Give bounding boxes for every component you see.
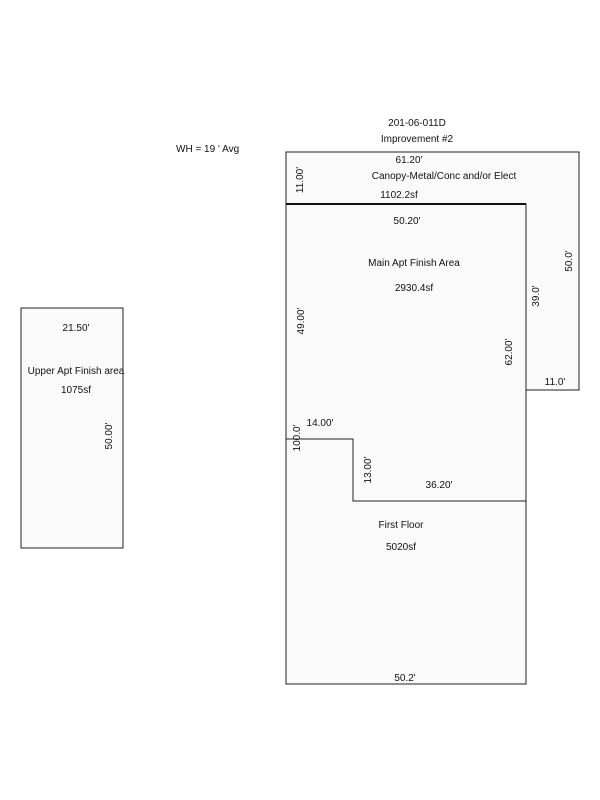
canopy-dim-top: 61.20' bbox=[396, 155, 423, 166]
wall-height-label: WH = 19 ' Avg bbox=[176, 144, 239, 155]
main-apt-area: 2930.4sf bbox=[395, 283, 434, 294]
main-apt-dim-top: 50.20' bbox=[394, 216, 421, 227]
first-floor-name: First Floor bbox=[379, 520, 425, 531]
main-apt-dim-left: 49.00' bbox=[296, 307, 307, 334]
canopy-area: 1102.2sf bbox=[380, 190, 418, 201]
main-apt-dim-notch-top: 14.00' bbox=[307, 418, 334, 429]
canopy-dim-left: 11.00' bbox=[295, 167, 306, 193]
first-floor-area: 5020sf bbox=[386, 542, 416, 553]
upper-apt-dim-top: 21.50' bbox=[63, 323, 90, 334]
main-apt-name: Main Apt Finish Area bbox=[368, 258, 460, 269]
upper-apt-dim-right: 50.00' bbox=[104, 422, 115, 449]
parcel-id: 201-06-011D bbox=[388, 118, 446, 129]
upper-apt-outline bbox=[20, 307, 124, 549]
main-apt-dim-right-outer: 39.0' bbox=[531, 285, 542, 306]
first-floor-dim-bottom: 50.2' bbox=[394, 673, 415, 684]
first-floor-outline bbox=[285, 203, 527, 685]
main-apt-boundary bbox=[286, 438, 526, 502]
improvement-label: Improvement #2 bbox=[381, 134, 454, 145]
main-apt-dim-right-inner: 62.00' bbox=[504, 338, 515, 365]
canopy-dim-right: 50.0' bbox=[564, 250, 575, 271]
upper-apt-area: 1075sf bbox=[61, 385, 91, 396]
canopy-dim-bottom: 11.0' bbox=[545, 377, 566, 388]
upper-apt-name: Upper Apt Finish area bbox=[28, 366, 125, 377]
canopy-name: Canopy-Metal/Conc and/or Elect bbox=[372, 171, 517, 182]
first-floor-dim-left: 100.0' bbox=[292, 424, 303, 451]
main-apt-dim-notch-side: 13.00' bbox=[363, 456, 374, 483]
main-apt-dim-notch-bottom: 36.20' bbox=[426, 480, 453, 491]
